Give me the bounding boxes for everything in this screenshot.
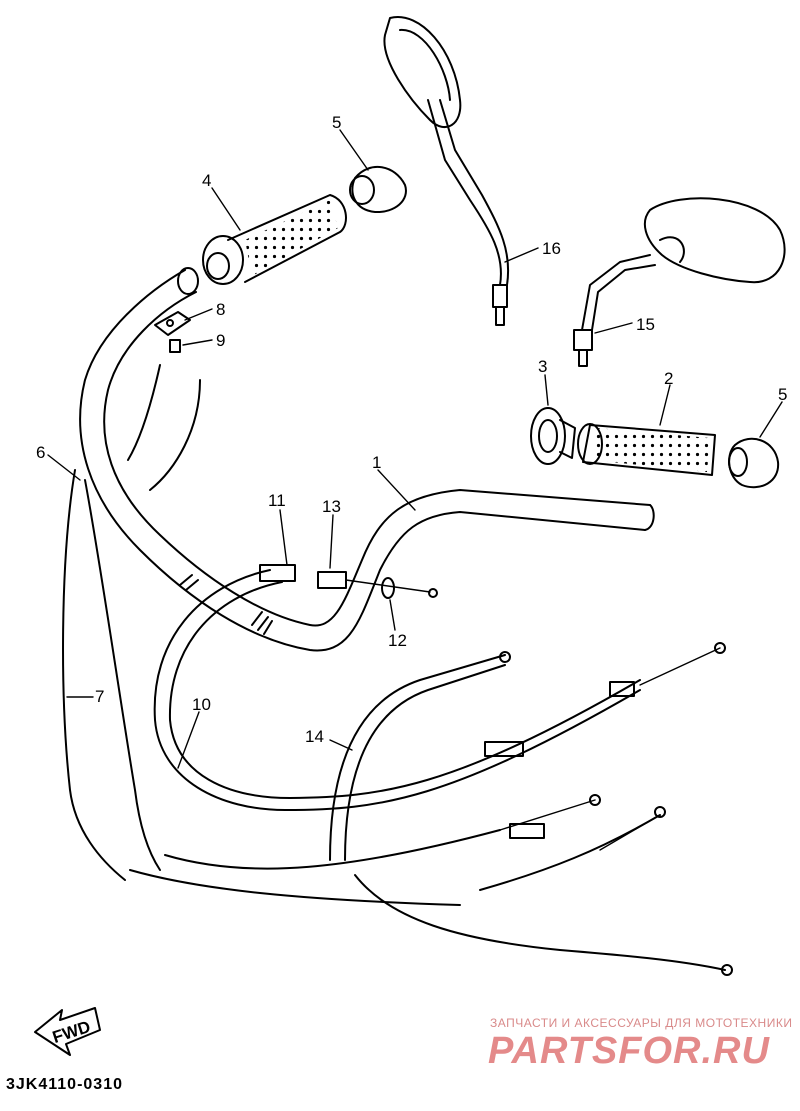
callout-9: 9	[216, 331, 225, 350]
callout-10: 10	[192, 695, 211, 714]
callout-1: 1	[372, 453, 381, 472]
callout-11: 11	[268, 491, 286, 510]
leader-lines	[47, 129, 783, 769]
watermark-tagline: ЗАПЧАСТИ И АКСЕССУАРЫ ДЛЯ МОТОТЕХНИКИ	[490, 1016, 793, 1030]
clip-and-screw	[154, 311, 191, 353]
callout-16: 16	[542, 239, 561, 258]
control-cables	[62, 364, 733, 976]
right-grip	[530, 407, 716, 476]
left-grip	[202, 194, 347, 285]
grip-end-top	[349, 165, 407, 214]
left-mirror	[383, 15, 510, 326]
part-code: 3JK4110-0310	[6, 1076, 123, 1093]
callout-12: 12	[388, 631, 407, 650]
right-mirror	[573, 197, 786, 367]
callout-2: 2	[664, 369, 673, 388]
handlebar	[79, 267, 655, 652]
callout-3: 3	[538, 357, 547, 376]
watermark-logo: PARTSFOR.RU	[488, 1030, 770, 1072]
callout-7: 7	[95, 687, 104, 706]
fwd-arrow: FWD	[34, 1007, 101, 1056]
grip-end-right	[728, 437, 780, 489]
callout-8: 8	[216, 300, 225, 319]
callout-13: 13	[322, 497, 341, 516]
callout-6: 6	[36, 443, 45, 462]
callout-5-right: 5	[778, 385, 787, 404]
callout-4: 4	[202, 171, 211, 190]
callout-labels: 1 2 3 4 5 5 6 7 8 9 10 11 12 13 14 15 16	[36, 113, 787, 746]
callout-15: 15	[636, 315, 655, 334]
callout-5-top: 5	[332, 113, 341, 132]
callout-14: 14	[305, 727, 324, 746]
